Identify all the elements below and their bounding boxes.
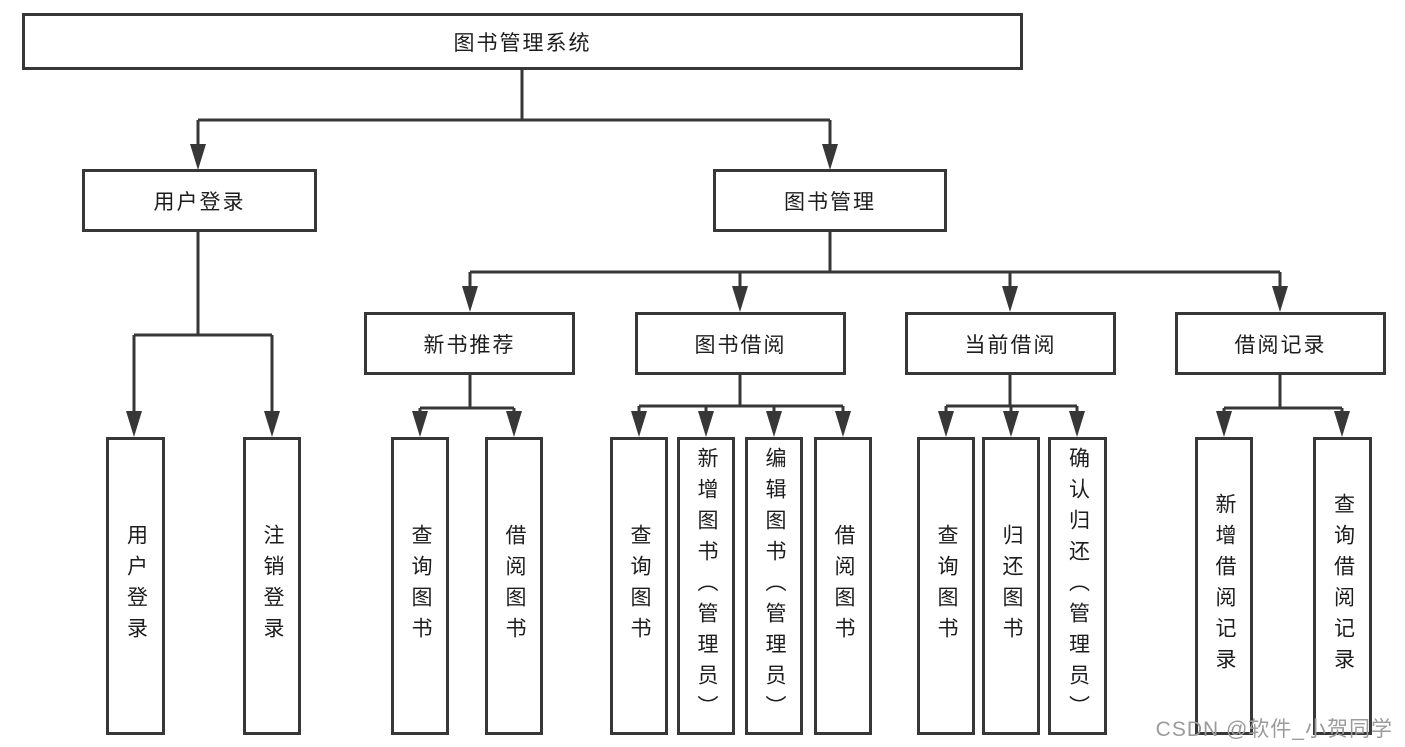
node-current-borrow: 当前借阅 (905, 312, 1116, 375)
leaf-borrow-books: 借阅图书 (814, 437, 872, 735)
csdn-watermark: CSDN @软件_小贺同学 (1155, 718, 1393, 741)
leaf-confirm-return-admin: 确认归还（管理员） (1048, 437, 1107, 735)
node-user-login: 用户登录 (82, 169, 317, 232)
node-borrow-records: 借阅记录 (1175, 312, 1386, 375)
leaf-return-books: 归还图书 (982, 437, 1040, 735)
leaf-query-books-recommend: 查询图书 (391, 437, 449, 735)
connector-stems (132, 70, 1344, 413)
leaf-edit-books-admin: 编辑图书（管理员） (745, 437, 803, 735)
leaf-add-borrow-record: 新增借阅记录 (1195, 437, 1253, 735)
leaf-user-login: 用户登录 (106, 437, 165, 735)
leaf-query-books-borrow: 查询图书 (610, 437, 668, 735)
node-root: 图书管理系统 (22, 13, 1023, 70)
arrowheads (126, 144, 1350, 437)
node-book-borrow: 图书借阅 (635, 312, 846, 375)
leaf-logout: 注销登录 (243, 437, 301, 735)
leaf-borrow-books-recommend: 借阅图书 (485, 437, 543, 735)
node-new-book-recommend: 新书推荐 (364, 312, 575, 375)
leaf-add-books-admin: 新增图书（管理员） (677, 437, 735, 735)
leaf-query-books-current: 查询图书 (917, 437, 975, 735)
node-book-management: 图书管理 (713, 169, 947, 232)
leaf-query-borrow-record: 查询借阅记录 (1313, 437, 1372, 735)
